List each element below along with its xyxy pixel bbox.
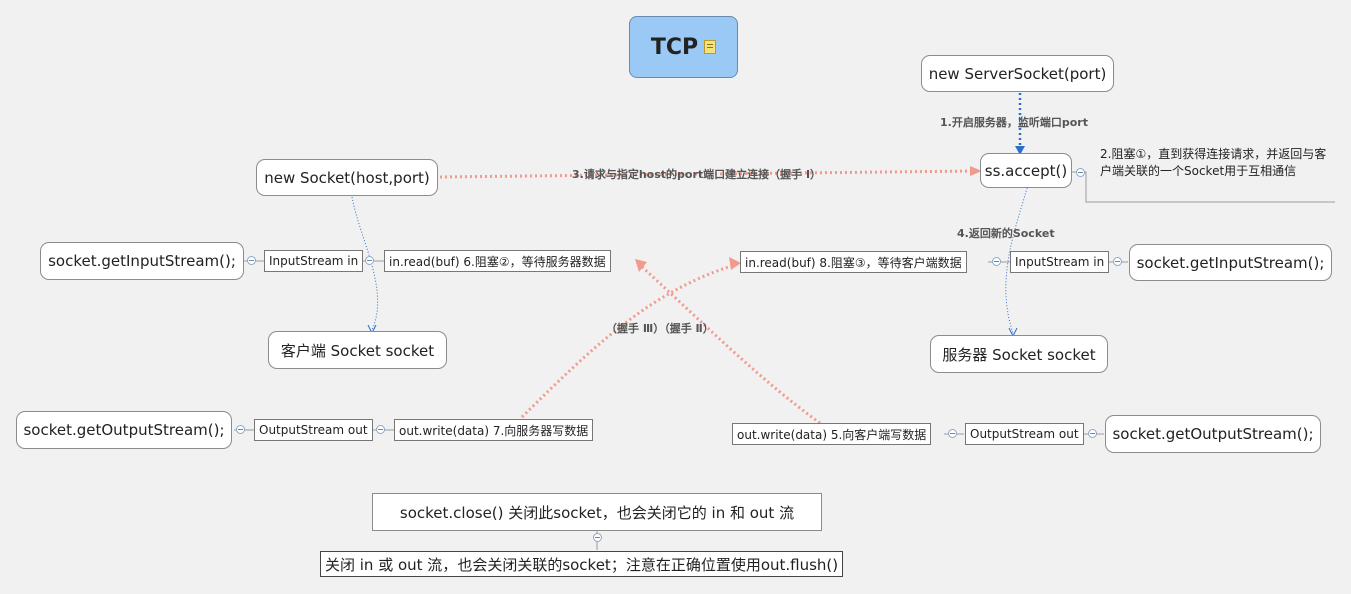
client-get-output-node[interactable]: socket.getOutputStream(); <box>16 411 232 449</box>
collapse-toggle-client-in[interactable] <box>247 256 256 265</box>
server-get-output-node[interactable]: socket.getOutputStream(); <box>1105 415 1321 453</box>
link-newsocket-clientsocket <box>351 196 379 331</box>
link-accept-serversocket <box>1005 184 1029 334</box>
collapse-toggle-accept[interactable] <box>1076 168 1085 177</box>
collapse-toggle-client-out[interactable] <box>236 425 245 434</box>
client-get-input-node[interactable]: socket.getInputStream(); <box>40 242 244 280</box>
accept-node[interactable]: ss.accept() <box>980 153 1072 188</box>
server-read-node[interactable]: in.read(buf) 8.阻塞③，等待客户端数据 <box>740 251 967 273</box>
root-title: TCP <box>650 34 699 60</box>
handshake-labels: （握手 Ⅲ）（握手 Ⅱ） <box>606 322 714 335</box>
server-socket-result-node[interactable]: 服务器 Socket socket <box>930 335 1108 373</box>
server-output-stream[interactable]: OutputStream out <box>965 423 1084 445</box>
link-handshake-1 <box>439 169 976 179</box>
step4-label: 4.返回新的Socket <box>957 227 1055 240</box>
step1-label: 1.开启服务器，监听端口port <box>940 116 1088 129</box>
close-note-node[interactable]: 关闭 in 或 out 流，也会关闭关联的socket；注意在正确位置使用out… <box>320 551 844 577</box>
collapse-toggle-server-read[interactable] <box>992 257 1001 266</box>
link-handshake-3 <box>520 262 739 419</box>
collapse-toggle-server-in[interactable] <box>1113 257 1122 266</box>
collapse-toggle-client-read[interactable] <box>365 256 374 265</box>
arrowhead-handshake-2 <box>635 259 647 272</box>
server-input-stream[interactable]: InputStream in <box>1010 251 1110 273</box>
client-write-node[interactable]: out.write(data) 7.向服务器写数据 <box>394 419 594 441</box>
client-socket-node[interactable]: 客户端 Socket socket <box>268 331 447 369</box>
arrowhead-handshake-1 <box>970 166 982 176</box>
server-socket-node[interactable]: new ServerSocket(port) <box>921 55 1114 92</box>
step2-note: 2.阻塞①，直到获得连接请求，并返回与客户端关联的一个Socket用于互相通信 <box>1100 147 1327 178</box>
client-output-stream[interactable]: OutputStream out <box>254 419 373 441</box>
server-get-input-node[interactable]: socket.getInputStream(); <box>1129 244 1332 281</box>
collapse-toggle-client-write[interactable] <box>376 425 385 434</box>
collapse-toggle-server-out[interactable] <box>1088 429 1097 438</box>
note-icon[interactable] <box>704 40 717 54</box>
link-handshake-2 <box>638 263 821 425</box>
collapse-toggle-close[interactable] <box>593 533 602 542</box>
client-input-stream[interactable]: InputStream in <box>264 250 364 272</box>
server-write-node[interactable]: out.write(data) 5.向客户端写数据 <box>732 423 932 445</box>
collapse-toggle-server-write[interactable] <box>948 429 957 438</box>
arrowhead-accept <box>1015 146 1025 155</box>
step3-label: 3.请求与指定host的port端口建立连接（握手 Ⅰ） <box>572 168 822 181</box>
root-topic-tcp[interactable]: TCP <box>629 16 738 78</box>
new-socket-node[interactable]: new Socket(host,port) <box>256 159 438 196</box>
arrowhead-handshake-3 <box>729 257 741 270</box>
socket-close-node[interactable]: socket.close() 关闭此socket，也会关闭它的 in 和 out… <box>372 493 822 531</box>
client-read-node[interactable]: in.read(buf) 6.阻塞②，等待服务器数据 <box>384 250 611 272</box>
